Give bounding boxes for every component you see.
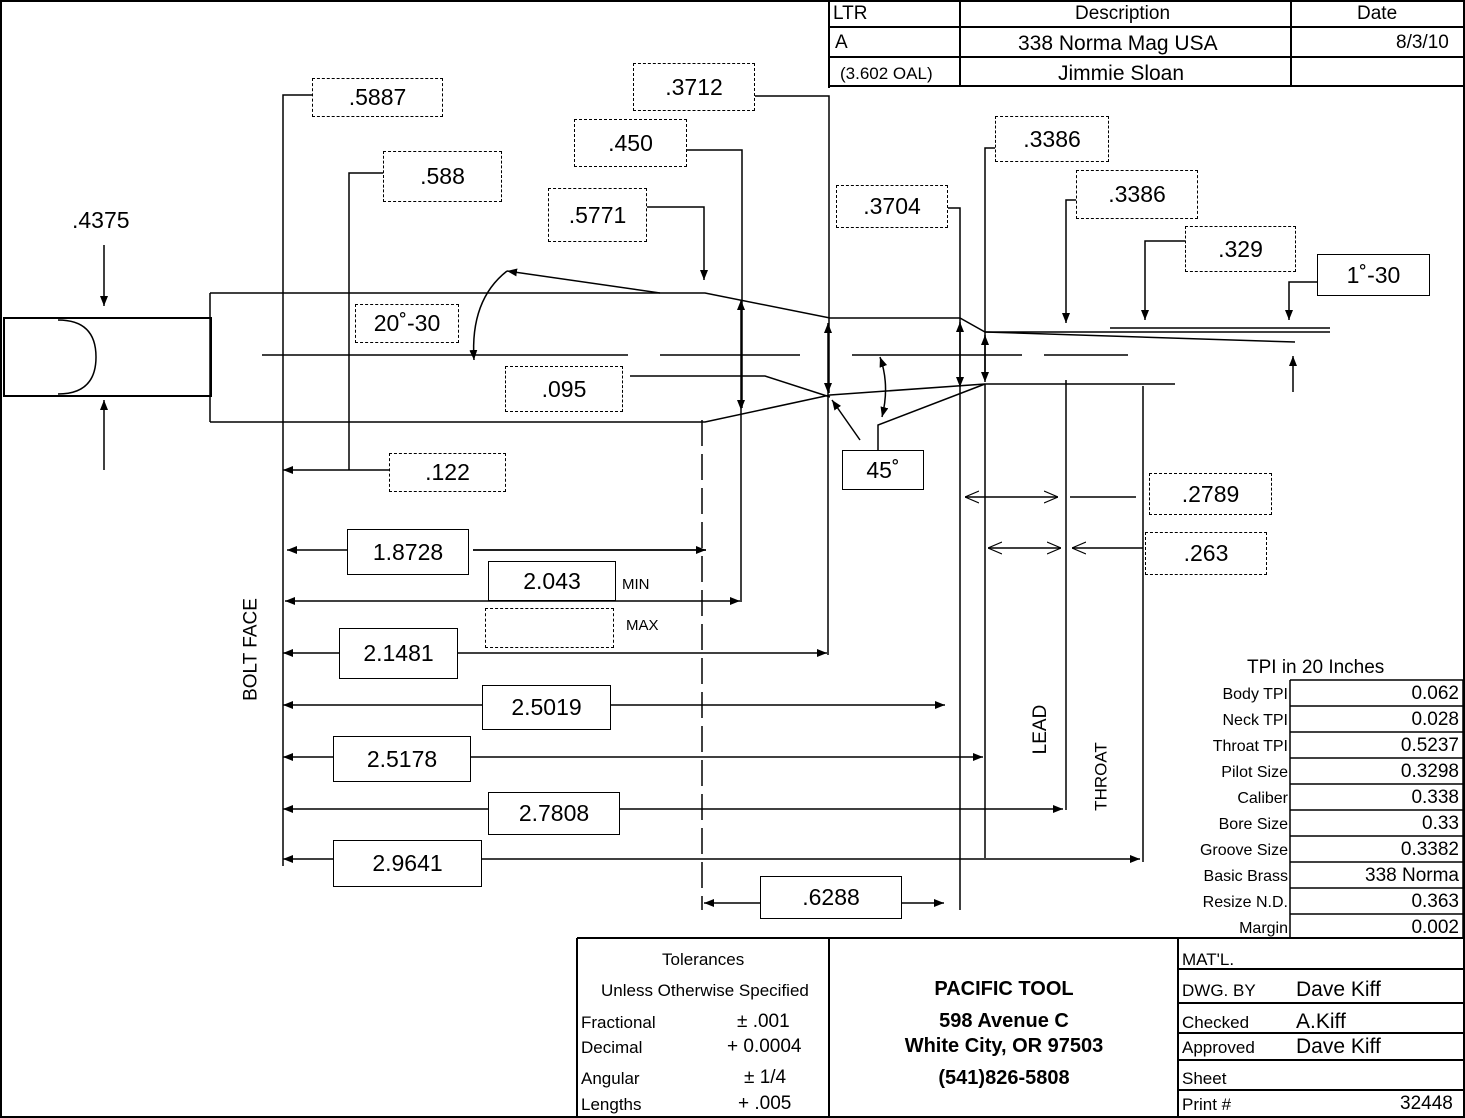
dim-2-7808: 2.7808 bbox=[488, 792, 620, 835]
dim-450: .450 bbox=[574, 119, 687, 167]
dim-6288: .6288 bbox=[760, 876, 902, 919]
dim-5771: .5771 bbox=[548, 188, 647, 242]
dim-1-8728: 1.8728 bbox=[347, 529, 469, 575]
min-label: MIN bbox=[622, 576, 650, 593]
tpi-table-lines bbox=[1289, 679, 1464, 939]
approved-label: Approved bbox=[1182, 1038, 1255, 1057]
extension-lines bbox=[701, 380, 1144, 910]
angle-20-30: 20˚-30 bbox=[355, 304, 459, 343]
tpi-row-value: 0.363 bbox=[1411, 891, 1459, 912]
checked-value: A.Kiff bbox=[1296, 1010, 1346, 1033]
angle-1-30: 1˚-30 bbox=[1317, 254, 1430, 296]
dim-329: .329 bbox=[1185, 226, 1296, 272]
dim-2-9641: 2.9641 bbox=[333, 840, 482, 887]
dim-095: .095 bbox=[505, 366, 623, 412]
dim-max-blank bbox=[485, 608, 614, 648]
tpi-row-value: 0.5237 bbox=[1400, 735, 1459, 756]
rev-header-ltr: LTR bbox=[833, 3, 868, 24]
dim-3712: .3712 bbox=[633, 63, 755, 111]
dim-2-5019: 2.5019 bbox=[482, 685, 611, 730]
tpi-row-label: Neck TPI bbox=[1222, 712, 1289, 729]
lead-label: LEAD bbox=[1030, 704, 1051, 755]
throat-label: THROAT bbox=[1091, 742, 1111, 811]
dim-2789: .2789 bbox=[1149, 473, 1272, 515]
dwg-by-label: DWG. BY bbox=[1182, 981, 1256, 1000]
dim-3704: .3704 bbox=[836, 185, 948, 228]
rev-row1-ltr: A bbox=[835, 32, 848, 53]
tpi-row-value: 0.33 bbox=[1422, 813, 1459, 834]
rev-header-date: Date bbox=[1357, 3, 1398, 24]
tolerances-title: Tolerances bbox=[662, 950, 745, 969]
tpi-row-label: Bore Size bbox=[1218, 816, 1288, 833]
lengths-value: + .005 bbox=[738, 1093, 792, 1114]
dim-3386-a: .3386 bbox=[995, 116, 1109, 162]
matl-label: MAT'L. bbox=[1182, 950, 1235, 969]
dim-588: .588 bbox=[383, 151, 502, 202]
rev-row1-description: 338 Norma Mag USA bbox=[1018, 32, 1218, 55]
reamer-profile bbox=[3, 292, 1330, 423]
tpi-title: TPI in 20 Inches bbox=[1247, 657, 1385, 678]
tpi-row-label: Basic Brass bbox=[1203, 868, 1288, 885]
print-label: Print # bbox=[1182, 1095, 1232, 1114]
revision-table-lines bbox=[828, 1, 1463, 88]
tpi-row-value: 0.062 bbox=[1411, 683, 1459, 704]
sheet-label: Sheet bbox=[1182, 1069, 1227, 1088]
company-address2: White City, OR 97503 bbox=[904, 1035, 1104, 1057]
leader-lines bbox=[100, 94, 1317, 866]
dim-4375: .4375 bbox=[72, 207, 130, 233]
angular-value: ± 1/4 bbox=[744, 1067, 787, 1088]
rev-row2-description: Jimmie Sloan bbox=[1058, 62, 1185, 85]
tpi-row-value: 0.338 bbox=[1411, 787, 1459, 808]
tpi-row-value: 0.3298 bbox=[1400, 761, 1459, 782]
angular-label: Angular bbox=[581, 1069, 640, 1088]
checked-label: Checked bbox=[1182, 1013, 1250, 1032]
tpi-row-label: Throat TPI bbox=[1212, 738, 1288, 755]
angle-45: 45˚ bbox=[842, 450, 924, 490]
company-address1: 598 Avenue C bbox=[939, 1010, 1069, 1032]
rev-header-description: Description bbox=[1075, 3, 1171, 24]
dim-2-1481: 2.1481 bbox=[339, 628, 458, 679]
bolt-face-label: BOLT FACE bbox=[240, 598, 262, 701]
dim-2-043: 2.043 bbox=[488, 561, 616, 601]
tolerances-subtitle: Unless Otherwise Specified bbox=[601, 981, 809, 1000]
tpi-row-value: 0.002 bbox=[1411, 917, 1459, 938]
title-block-lines bbox=[576, 937, 1463, 1117]
tpi-row-value: 0.3382 bbox=[1400, 839, 1459, 860]
company-phone: (541)826-5808 bbox=[938, 1067, 1070, 1089]
tpi-row-value: 338 Norma bbox=[1365, 865, 1459, 886]
dim-3386-b: .3386 bbox=[1076, 170, 1198, 219]
vertical-arrows bbox=[737, 300, 989, 410]
tpi-row-label: Pilot Size bbox=[1221, 764, 1288, 781]
tpi-row-value: 0.028 bbox=[1411, 709, 1459, 730]
fractional-value: ± .001 bbox=[737, 1011, 790, 1032]
print-value: 32448 bbox=[1400, 1093, 1453, 1114]
tpi-row-label: Caliber bbox=[1237, 790, 1288, 807]
fractional-label: Fractional bbox=[581, 1013, 656, 1032]
tpi-row-label: Resize N.D. bbox=[1202, 894, 1288, 911]
decimal-label: Decimal bbox=[581, 1038, 643, 1057]
rev-row2-ltr: (3.602 OAL) bbox=[840, 64, 933, 83]
rev-row1-date: 8/3/10 bbox=[1396, 32, 1449, 53]
dim-5887: .5887 bbox=[312, 78, 443, 117]
horizontal-arrows bbox=[283, 466, 1143, 907]
tpi-row-label: Body TPI bbox=[1222, 686, 1288, 703]
tpi-row-label: Margin bbox=[1239, 920, 1288, 937]
lengths-label: Lengths bbox=[581, 1095, 642, 1114]
dim-2-5178: 2.5178 bbox=[333, 736, 471, 782]
company-name: PACIFIC TOOL bbox=[934, 978, 1074, 1000]
approved-value: Dave Kiff bbox=[1296, 1035, 1381, 1058]
tpi-row-label: Groove Size bbox=[1199, 842, 1288, 859]
dim-263: .263 bbox=[1145, 532, 1267, 575]
dwg-by-value: Dave Kiff bbox=[1296, 978, 1381, 1001]
decimal-value: + 0.0004 bbox=[727, 1036, 802, 1057]
max-label: MAX bbox=[626, 617, 659, 634]
dim-122: .122 bbox=[389, 453, 506, 492]
